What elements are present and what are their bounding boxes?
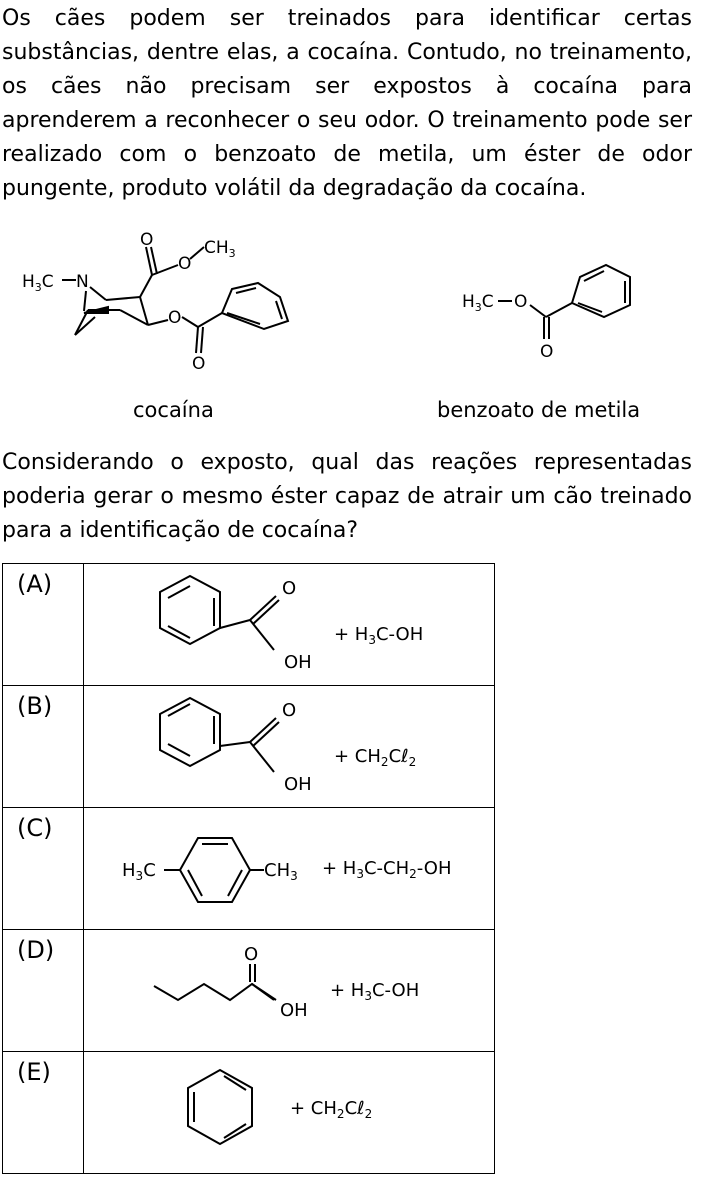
option-d-letter: (D) xyxy=(2,929,84,1052)
ester-o-carbonyl-label: O xyxy=(540,342,553,362)
option-d-oh-label: OH xyxy=(280,1000,308,1021)
option-a-oh-label: OH xyxy=(284,652,312,673)
cocaine-label: cocaína xyxy=(133,398,214,422)
option-e-letter: (E) xyxy=(2,1051,84,1174)
option-d-content: O OH + H3C-OH xyxy=(83,929,495,1052)
option-b-reagent: + CH2Cℓ2 xyxy=(334,746,416,769)
option-b[interactable]: (B) O OH + CH2Cℓ2 xyxy=(2,685,495,808)
option-c-right-label: CH3 xyxy=(264,860,298,883)
cocaine-o-carbonyl2-label: O xyxy=(192,354,205,374)
option-e-reaction: + CH2Cℓ2 xyxy=(187,1068,372,1146)
cocaine-h3c-label: H3C xyxy=(22,272,54,294)
structures-figure: H3C N O O CH3 O O H3C O O xyxy=(0,225,709,425)
cocaine-o-benzoyl-label: O xyxy=(168,308,181,328)
option-d[interactable]: (D) O OH + H3C-OH xyxy=(2,929,495,1052)
methyl-benzoate-atom-labels: H3C O O xyxy=(462,292,553,362)
cocaine-n-label: N xyxy=(76,272,89,292)
answer-options-table: (A) O OH + H3C-OH xyxy=(2,563,495,1174)
option-b-reaction: O OH + CH2Cℓ2 xyxy=(159,696,416,795)
cocaine-ch3-label: CH3 xyxy=(204,238,236,260)
option-e[interactable]: (E) + CH2Cℓ2 xyxy=(2,1051,495,1174)
option-b-oh-label: OH xyxy=(284,774,312,795)
option-a-o-label: O xyxy=(282,578,296,599)
ester-o-ether-label: O xyxy=(514,292,527,312)
option-e-reagent: + CH2Cℓ2 xyxy=(290,1098,372,1121)
option-c-letter: (C) xyxy=(2,807,84,930)
option-b-content: O OH + CH2Cℓ2 xyxy=(83,685,495,808)
option-e-content: + CH2Cℓ2 xyxy=(83,1051,495,1174)
cocaine-structure xyxy=(62,246,290,354)
option-c-left-label: H3C xyxy=(122,860,156,883)
ester-h3c-label: H3C xyxy=(462,292,494,314)
intro-paragraph: Os cães podem ser treinados para identif… xyxy=(2,6,692,201)
svg-text:H3C: H3C xyxy=(22,272,54,294)
methyl-benzoate-label: benzoato de metila xyxy=(437,398,641,422)
question-paragraph: Considerando o exposto, qual das reações… xyxy=(2,450,692,543)
option-d-reaction: O OH + H3C-OH xyxy=(153,944,419,1021)
option-d-o-label: O xyxy=(244,944,258,965)
option-c-content: H3C CH3 + H3C-CH2-OH xyxy=(83,807,495,930)
methyl-benzoate-structure xyxy=(498,263,631,339)
option-b-letter: (B) xyxy=(2,685,84,808)
option-a-content: O OH + H3C-OH xyxy=(83,563,495,686)
cocaine-o-ether-label: O xyxy=(178,254,191,274)
cocaine-atom-labels: H3C N O O CH3 O O xyxy=(22,230,236,374)
option-a-letter: (A) xyxy=(2,563,84,686)
option-c-reaction: H3C CH3 + H3C-CH2-OH xyxy=(122,837,452,903)
option-d-reagent: + H3C-OH xyxy=(330,980,419,1003)
cocaine-o-carbonyl-label: O xyxy=(140,230,153,250)
option-b-o-label: O xyxy=(282,700,296,721)
option-a[interactable]: (A) O OH + H3C-OH xyxy=(2,563,495,686)
option-a-reagent: + H3C-OH xyxy=(334,624,423,647)
chemical-structures: H3C N O O CH3 O O H3C O O xyxy=(22,230,631,374)
option-c-reagent: + H3C-CH2-OH xyxy=(322,858,452,881)
option-a-reaction: O OH + H3C-OH xyxy=(159,574,423,673)
option-c[interactable]: (C) H3C CH3 + H3C-CH2-OH xyxy=(2,807,495,930)
